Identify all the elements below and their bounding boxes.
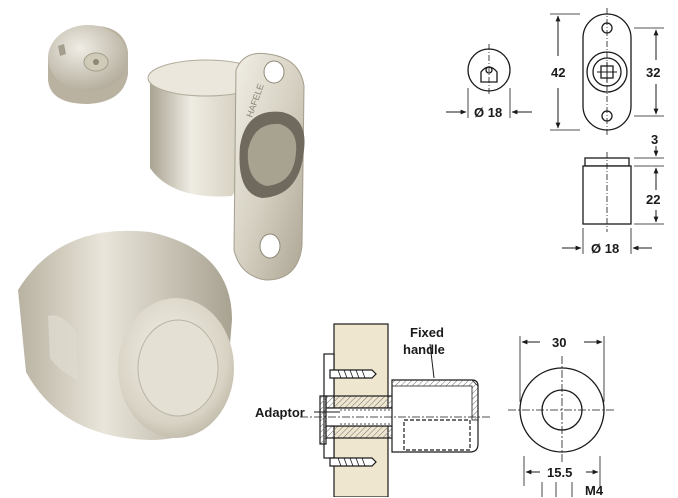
adaptor-label: Adaptor [255, 405, 305, 420]
cap-diameter-label: Ø 18 [474, 105, 503, 120]
lock-body-photo: HAFELE [147, 52, 305, 281]
fixed-handle-label-line1: Fixed [410, 325, 444, 340]
plate-front-drawing [550, 8, 664, 136]
cylinder-lip-label: 3 [651, 132, 659, 147]
handle-front-drawing [508, 336, 616, 497]
fixed-handle-label-line2: handle [403, 342, 445, 357]
handle-diameter-label: 30 [552, 335, 567, 350]
cylinder-diameter-label: Ø 18 [591, 241, 620, 256]
cylinder-side-drawing [562, 146, 664, 254]
plate-height-label: 42 [551, 65, 566, 80]
cap-front-drawing [446, 44, 532, 118]
handle-center-label: 15.5 [547, 465, 573, 480]
thread-label: M4 [585, 483, 604, 498]
cylinder-height-label: 22 [646, 192, 661, 207]
knob-photo [18, 230, 234, 440]
mounting-section-drawing [300, 323, 490, 497]
plate-bore-label: 32 [646, 65, 661, 80]
lock-cap-photo [48, 25, 128, 104]
